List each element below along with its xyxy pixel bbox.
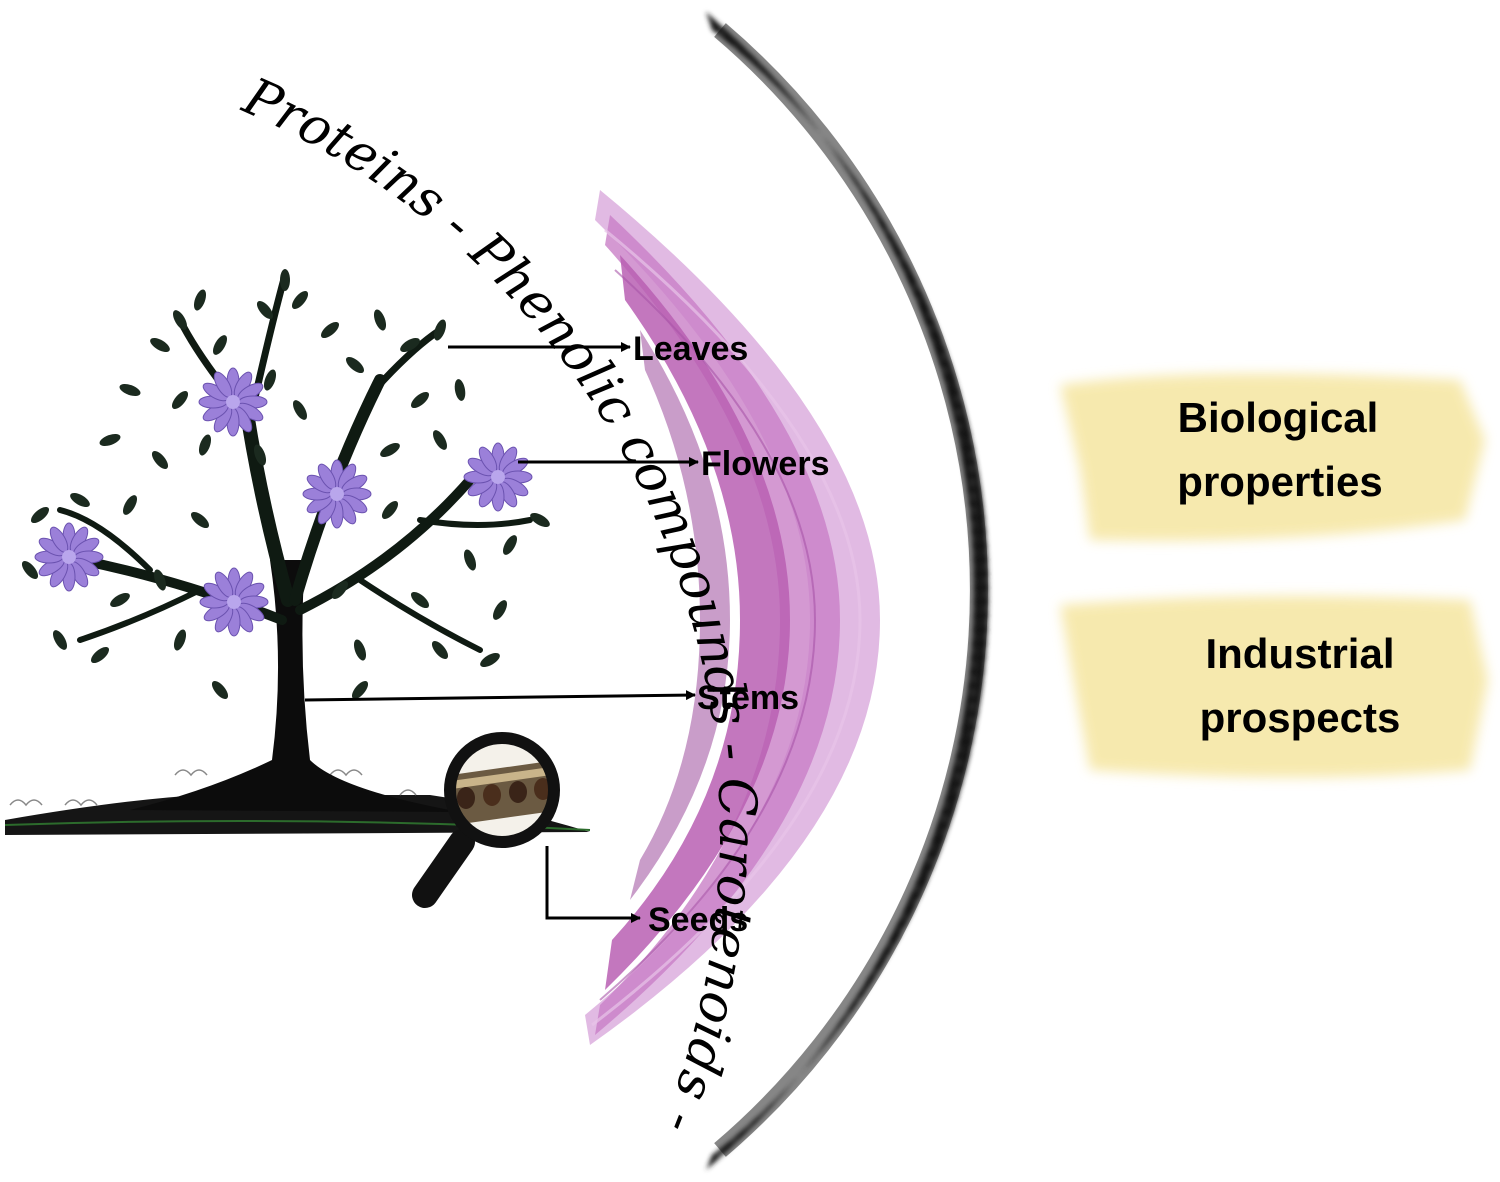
label-flowers: Flowers (701, 445, 829, 483)
outcome-industrial-prospects: Industrial prospects (1200, 630, 1401, 741)
label-stems: Stems (697, 679, 799, 717)
purple-band (585, 190, 880, 1045)
outer-dark-ring (706, 12, 989, 1170)
arrow-seeds (545, 846, 641, 923)
arrow-stems (304, 690, 696, 702)
outcome-biological-properties: Biological properties (1177, 394, 1382, 505)
yellow-highlights (1060, 373, 1488, 778)
flower-icon (463, 442, 533, 512)
flower-icon (34, 522, 104, 592)
yellow-band-industrial (1060, 596, 1488, 778)
label-biological-line1: Biological (1178, 394, 1379, 441)
flower-icon (199, 567, 269, 637)
label-biological-line2: properties (1177, 458, 1382, 505)
flower-icon (302, 459, 372, 529)
label-leaves: Leaves (633, 330, 748, 368)
yellow-band-biological (1060, 373, 1485, 541)
tree-icon (4, 269, 591, 835)
magnifier-icon (412, 732, 560, 908)
seed-icon (450, 758, 554, 827)
label-seeds: Seeds (648, 901, 748, 939)
label-industrial-line2: prospects (1200, 694, 1401, 741)
connector-arrows (304, 342, 699, 923)
label-industrial-line1: Industrial (1205, 630, 1394, 677)
